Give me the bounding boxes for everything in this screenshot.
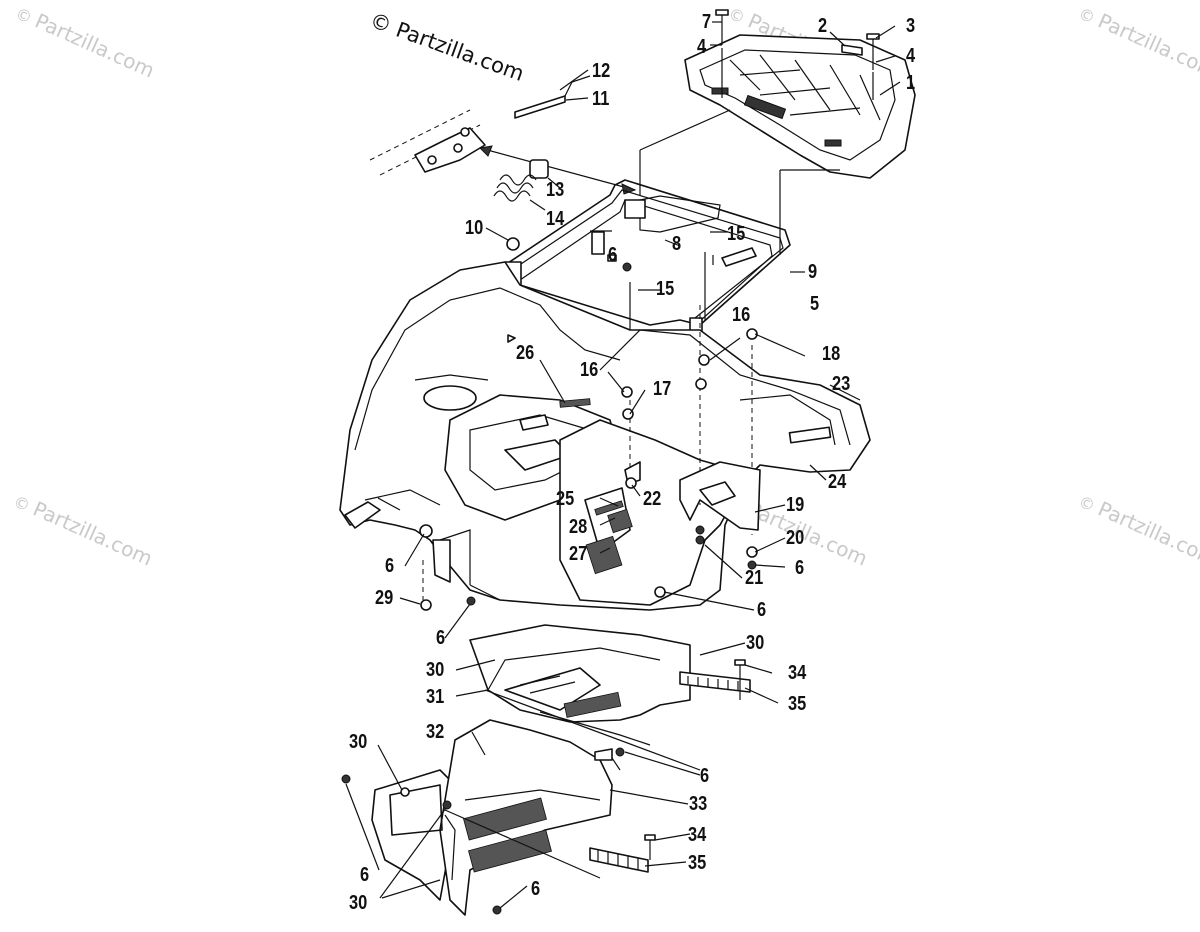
lower-footwell-part [341,719,625,916]
bracket-part [679,461,761,531]
callout-6: 6 [700,765,710,787]
footrest-part [589,834,656,873]
callout-35: 35 [788,693,807,715]
callout-12: 12 [592,60,611,82]
callout-6: 6 [436,627,446,649]
callout-25: 25 [556,488,575,510]
callout-13: 13 [546,179,565,201]
callout-35: 35 [688,852,707,874]
callout-28: 28 [569,516,588,538]
callout-33: 33 [689,793,708,815]
callout-3: 3 [906,15,916,37]
callout-15: 15 [727,223,746,245]
callout-20: 20 [786,527,805,549]
callout-23: 23 [832,373,851,395]
callout-1: 1 [906,72,916,94]
callout-8: 8 [672,233,682,255]
callout-30: 30 [746,632,765,654]
callout-27: 27 [569,543,588,565]
callout-6: 6 [385,555,395,577]
leader-lines [345,333,861,909]
callout-22: 22 [643,488,662,510]
callout-4: 4 [697,36,707,58]
callout-24: 24 [828,471,847,493]
callout-16: 16 [732,304,751,326]
callout-30: 30 [426,659,445,681]
callout-6: 6 [795,557,805,579]
fastener-parts [419,262,758,611]
callout-29: 29 [375,587,394,609]
hitch-pin-parts [369,69,637,211]
callout-34: 34 [788,662,807,684]
callout-4: 4 [906,45,916,67]
callout-30: 30 [349,731,368,753]
callout-34: 34 [688,824,707,846]
callout-6: 6 [757,599,767,621]
callout-19: 19 [786,494,805,516]
footrest-part [679,659,751,700]
bolt-parts [715,9,880,100]
rack-top-part [684,34,916,179]
callout-10: 10 [465,217,484,239]
callout-5: 5 [810,293,820,315]
callout-11: 11 [592,88,610,110]
footwell-part [469,624,701,771]
callout-30: 30 [349,892,368,914]
callout-14: 14 [546,208,565,230]
callout-32: 32 [426,721,445,743]
callout-6: 6 [531,878,541,900]
rear-fender-part [339,261,871,611]
callout-2: 2 [818,15,828,37]
callout-31: 31 [426,686,445,708]
callout-21: 21 [745,567,764,589]
leader-lines [639,21,901,255]
callout-17: 17 [653,378,672,400]
callout-16: 16 [580,359,599,381]
callout-6: 6 [608,244,618,266]
callout-6: 6 [360,864,370,886]
callout-15: 15 [656,278,675,300]
callout-18: 18 [822,343,841,365]
callout-7: 7 [702,11,712,33]
callout-26: 26 [516,342,535,364]
callout-9: 9 [808,261,818,283]
